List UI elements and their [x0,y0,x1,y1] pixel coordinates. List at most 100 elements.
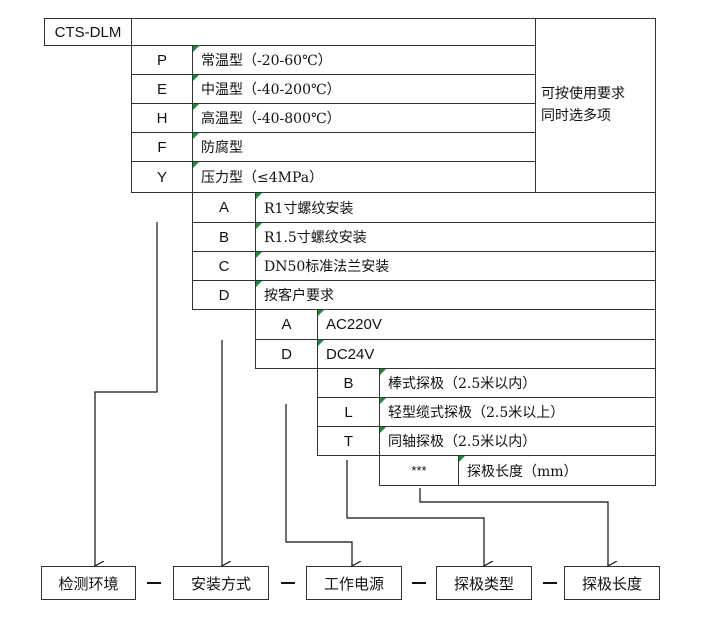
mount-code-text: C [218,257,230,275]
env-desc-text: 常温型（-20-60℃） [201,53,332,69]
env-code-text: H [156,109,168,127]
line-power [285,404,352,566]
corner-marker-icon [256,252,262,258]
corner-marker-icon [193,133,199,139]
corner-marker-icon [193,104,199,110]
power-code-text: A [281,316,292,333]
mount-desc-text: DN50标准法兰安装 [264,259,390,275]
length-desc-text: 探极长度（mm） [467,463,578,480]
length-code-text: *** [411,463,427,478]
probe-code-t: T [317,426,380,456]
corner-marker-icon [318,340,324,346]
env-code-text: P [156,51,167,69]
line-probe-length [419,488,608,566]
category-label: 安装方式 [190,574,251,593]
probe-desc-b: 棒式探极（2.5米以内） [379,368,656,398]
mount-desc-c: DN50标准法兰安装 [255,251,656,281]
corner-marker-icon [193,75,199,81]
mount-desc-b: R1.5寸螺纹安装 [255,222,656,252]
length-code: *** [379,455,459,486]
note-line-2: 同时选多项 [541,108,611,124]
line-probe-type [346,460,484,566]
env-desc-text: 高温型（-40-800℃） [201,111,341,127]
corner-marker-icon [193,162,199,168]
probe-code-text: L [344,403,353,421]
env-code-f: F [131,132,193,162]
mount-code-a: A [192,192,256,223]
mount-desc-d: 按客户要求 [255,280,656,310]
env-desc-text: 中温型（-40-200℃） [201,82,341,98]
probe-desc-text: 轻型缆式探极（2.5米以上） [388,405,565,421]
environment-note: 可按使用要求 同时选多项 [541,83,625,127]
mount-code-b: B [192,222,256,252]
corner-marker-icon [318,310,324,316]
probe-desc-text: 棒式探极（2.5米以内） [388,376,537,392]
power-desc-text: DC24V [326,345,375,363]
env-desc-p: 常温型（-20-60℃） [192,45,536,75]
separator-dash [281,582,295,584]
model-header-blank [131,18,536,46]
env-desc-text: 防腐型 [201,140,243,156]
probe-code-l: L [317,397,380,427]
env-desc-e: 中温型（-40-200℃） [192,74,536,104]
env-code-e: E [131,74,193,104]
note-line-1: 可按使用要求 [541,86,625,102]
power-desc-a: AC220V [317,309,656,340]
probe-code-text: B [343,374,354,392]
corner-marker-icon [380,427,386,433]
corner-marker-icon [256,281,262,287]
mount-code-text: B [218,228,229,246]
mount-code-text: D [218,286,230,304]
mount-code-text: A [218,199,229,216]
separator-dash [412,582,426,584]
mount-code-c: C [192,251,256,281]
category-mounting: 安装方式 [173,566,269,600]
env-code-y: Y [131,161,193,193]
env-code-text: Y [156,168,167,186]
power-desc-text: AC220V [326,316,382,333]
env-code-text: F [157,138,167,156]
power-code-text: D [281,345,292,363]
model-code: CTS-DLM [44,18,132,46]
category-label: 工作电源 [323,574,384,593]
mount-desc-text: R1寸螺纹安装 [264,200,354,217]
mount-desc-a: R1寸螺纹安装 [255,192,656,223]
corner-marker-icon [193,46,199,52]
probe-desc-t: 同轴探极（2.5米以内） [379,426,656,456]
model-code-text: CTS-DLM [54,23,122,41]
environment-note-cell [535,18,656,193]
category-label: 探极类型 [453,574,514,593]
power-code-a: A [255,309,318,340]
line-environment [95,222,158,566]
category-probe-length: 探极长度 [564,566,660,600]
env-desc-text: 压力型（≤4MPa） [201,170,324,186]
corner-marker-icon [256,193,262,199]
length-desc: 探极长度（mm） [458,455,656,486]
separator-dash [543,582,557,584]
corner-marker-icon [380,398,386,404]
env-desc-y: 压力型（≤4MPa） [192,161,536,193]
power-desc-d: DC24V [317,339,656,369]
probe-code-b: B [317,368,380,398]
probe-desc-text: 同轴探极（2.5米以内） [388,434,537,450]
env-desc-f: 防腐型 [192,132,536,162]
probe-desc-l: 轻型缆式探极（2.5米以上） [379,397,656,427]
env-desc-h: 高温型（-40-800℃） [192,103,536,133]
env-code-p: P [131,45,193,75]
category-environment: 检测环境 [41,566,136,600]
category-probe-type: 探极类型 [436,566,532,600]
corner-marker-icon [380,369,386,375]
separator-dash [147,582,161,584]
category-label: 探极长度 [581,574,642,593]
corner-marker-icon [256,223,262,229]
env-code-h: H [131,103,193,133]
corner-marker-icon [459,456,465,462]
mount-desc-text: R1.5寸螺纹安装 [264,230,367,246]
probe-code-text: T [343,432,354,450]
category-power: 工作电源 [306,566,402,600]
env-code-text: E [156,80,167,98]
mount-code-d: D [192,280,256,310]
power-code-d: D [255,339,318,369]
mount-desc-text: 按客户要求 [264,288,334,304]
